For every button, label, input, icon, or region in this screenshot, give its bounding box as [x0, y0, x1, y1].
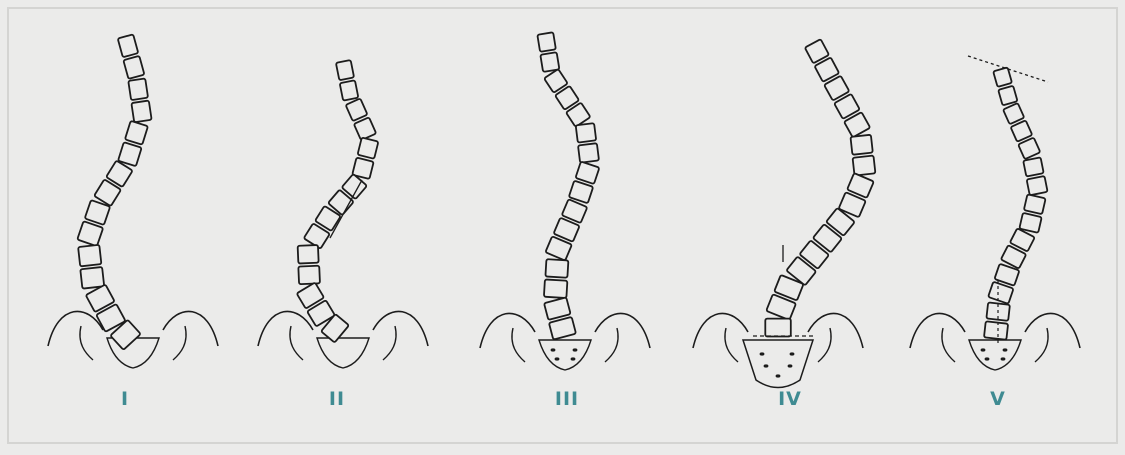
- sacral-foramen: [788, 364, 793, 367]
- right-ilium-edge: [605, 328, 618, 362]
- vertebra: [1003, 103, 1024, 124]
- vertebra: [354, 117, 376, 140]
- vertebra: [984, 321, 1008, 339]
- sacral-foramen: [1001, 357, 1006, 360]
- vertebra: [77, 221, 103, 246]
- sacral-foramen: [551, 348, 556, 351]
- sacral-foramen: [764, 364, 769, 367]
- left-ilium: [693, 313, 748, 348]
- vertebra: [545, 259, 568, 278]
- vertebra: [123, 56, 144, 79]
- vertebra: [298, 245, 319, 264]
- vertebra: [765, 319, 791, 337]
- vertebra: [118, 34, 139, 57]
- spine-panel-1: [48, 34, 218, 368]
- vertebra: [298, 266, 320, 285]
- panel-label-5: V: [968, 388, 1028, 410]
- sacral-foramen: [981, 348, 986, 351]
- spine-panel-5: [910, 56, 1080, 370]
- left-ilium: [910, 313, 965, 348]
- vertebra: [578, 143, 599, 163]
- right-ilium: [1025, 313, 1080, 348]
- panel-label-1: I: [95, 388, 155, 410]
- vertebra: [346, 98, 368, 121]
- vertebra: [850, 135, 872, 155]
- spine-panel-3: [480, 32, 650, 370]
- vertebra: [549, 317, 576, 340]
- vertebra: [118, 142, 142, 166]
- vertebra: [125, 121, 148, 145]
- right-ilium-edge: [1035, 328, 1048, 362]
- vertebra: [358, 137, 379, 158]
- spine-panel-2: [258, 60, 428, 368]
- left-ilium: [480, 313, 535, 348]
- vertebra: [576, 123, 596, 142]
- vertebra: [540, 52, 559, 72]
- left-ilium-edge: [942, 328, 955, 362]
- spine-panel-4: [693, 39, 875, 387]
- sacrum: [107, 338, 159, 368]
- vertebra: [537, 32, 556, 52]
- sacrum: [969, 340, 1021, 370]
- left-ilium-edge: [512, 328, 525, 362]
- vertebra: [1027, 176, 1048, 195]
- vertebra: [340, 80, 359, 100]
- right-ilium: [163, 311, 218, 346]
- left-ilium-edge: [725, 328, 738, 362]
- right-ilium: [808, 313, 863, 348]
- vertebra: [78, 245, 101, 267]
- left-ilium: [48, 311, 103, 346]
- panel-label-4: IV: [760, 388, 820, 410]
- vertebra: [544, 279, 567, 298]
- left-ilium-edge: [290, 326, 303, 360]
- vertebra: [1024, 194, 1046, 214]
- right-ilium: [373, 311, 428, 346]
- sacrum: [743, 340, 813, 388]
- left-ilium-edge: [80, 326, 93, 360]
- vertebra: [993, 67, 1012, 87]
- right-ilium-edge: [173, 326, 186, 360]
- vertebra: [1011, 120, 1033, 141]
- sacral-foramen: [776, 374, 781, 377]
- sacral-foramen: [1003, 348, 1008, 351]
- panel-label-2: II: [307, 388, 367, 410]
- sacral-foramen: [790, 352, 795, 355]
- right-ilium-edge: [818, 328, 831, 362]
- vertebra: [1019, 213, 1041, 233]
- sacral-foramen: [555, 357, 560, 360]
- vertebra: [131, 101, 151, 123]
- right-ilium-edge: [383, 326, 396, 360]
- sacral-foramen: [573, 348, 578, 351]
- panel-label-3: III: [537, 388, 597, 410]
- sacral-foramen: [760, 352, 765, 355]
- sacral-foramen: [985, 357, 990, 360]
- vertebra: [544, 297, 571, 320]
- vertebra: [575, 161, 599, 184]
- left-ilium: [258, 311, 313, 346]
- vertebra: [128, 78, 148, 100]
- vertebra: [1023, 157, 1044, 176]
- sacrum: [539, 340, 591, 370]
- vertebra: [853, 156, 876, 176]
- right-ilium: [595, 313, 650, 348]
- vertebra: [998, 86, 1017, 106]
- sacral-foramen: [571, 357, 576, 360]
- vertebra: [336, 60, 354, 80]
- vertebra: [80, 267, 104, 289]
- sacrum: [317, 338, 369, 368]
